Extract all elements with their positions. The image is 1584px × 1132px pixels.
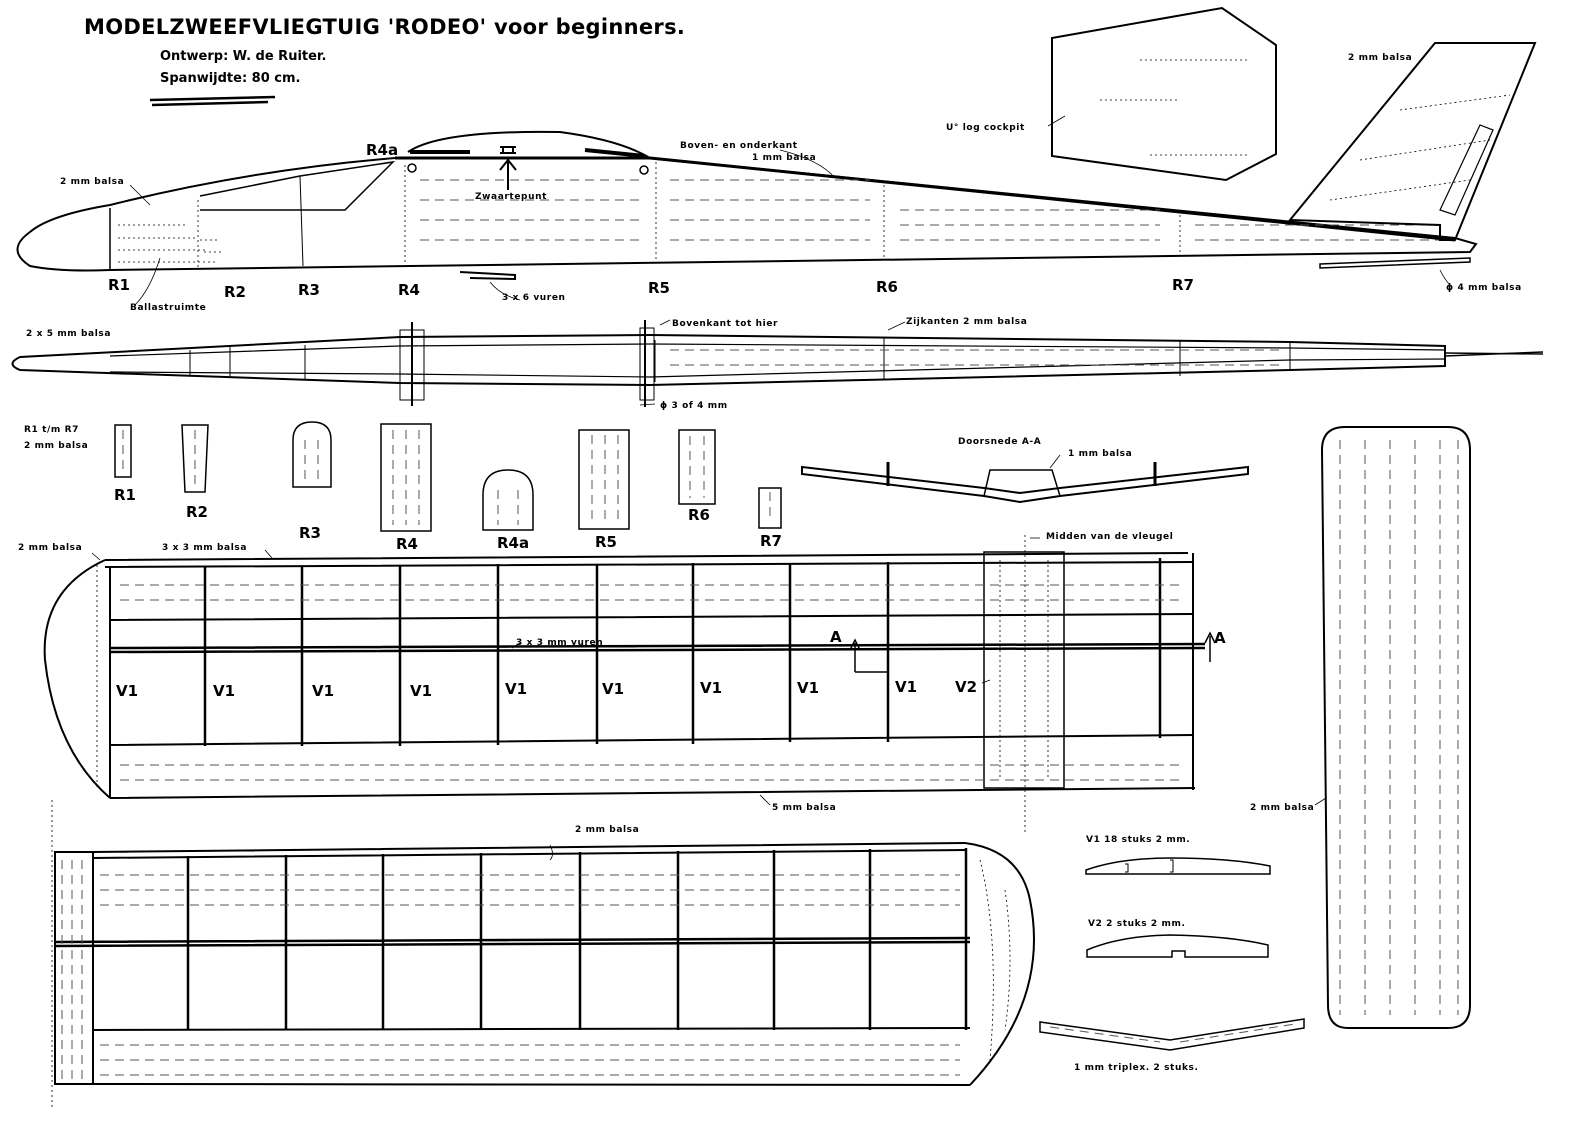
fuselage-side-view (16, 130, 1478, 306)
former-label-r1: R1 (114, 486, 136, 504)
former-label-r4a: R4a (497, 534, 529, 552)
side-label-r4a: R4a (366, 141, 398, 159)
note-nose-strip: 2 x 5 mm balsa (26, 329, 111, 339)
rib-v1-note: V1 18 stuks 2 mm. (1086, 835, 1190, 845)
marker-a-right: A (1214, 629, 1226, 647)
formers-group: R1 t/m R7 2 mm balsa R1 R2 R3 R4 R4a R5 … (24, 421, 782, 553)
wing-rib-label-v2: V2 (955, 678, 977, 696)
former-label-r6: R6 (688, 506, 710, 524)
rib-dihedral-note: 1 mm triplex. 2 stuks. (1074, 1063, 1199, 1073)
marker-a-left: A (830, 628, 842, 646)
note-ballast: Ballastruimte (130, 303, 206, 313)
note-stab-balsa: 2 mm balsa (1250, 803, 1314, 813)
rib-v2-note: V2 2 stuks 2 mm. (1088, 919, 1185, 929)
note-top-bottom-2: 1 mm balsa (752, 153, 816, 163)
former-label-r3: R3 (299, 524, 321, 542)
designer-credit: Ontwerp: W. de Ruiter. (160, 49, 326, 64)
side-view-notes: 2 mm balsa Ballastruimte Zwaartepunt Bov… (60, 141, 1522, 313)
note-hook: 3 x 6 vuren (502, 293, 566, 303)
wing-upper: A A 2 mm balsa 3 x 3 mm balsa Midden van… (18, 532, 1226, 835)
note-lower-wing: 2 mm balsa (575, 825, 639, 835)
tail-fin: 2 mm balsa (1287, 42, 1537, 241)
cockpit-template: U° log cockpit (946, 6, 1277, 182)
fuselage-top-view: 2 x 5 mm balsa Bovenkant tot hier Zijkan… (11, 317, 1544, 411)
side-label-r2: R2 (224, 283, 246, 301)
note-top-to-here: Bovenkant tot hier (672, 319, 778, 329)
wing-rib-label-6: V1 (602, 680, 624, 698)
wing-rib-label-9: V1 (895, 678, 917, 696)
side-label-r3: R3 (298, 281, 320, 299)
rib-profiles: V1 18 stuks 2 mm. V2 2 stuks 2 mm. 1 mm … (1039, 835, 1305, 1073)
note-wing-center: Midden van de vleugel (1046, 532, 1173, 542)
section-title: Doorsnede A-A (958, 437, 1041, 447)
former-label-r5: R5 (595, 533, 617, 551)
side-label-r7: R7 (1172, 276, 1194, 294)
former-label-r7: R7 (760, 532, 782, 550)
note-cockpit: U° log cockpit (946, 123, 1025, 133)
wing-rib-label-2: V1 (213, 682, 235, 700)
formers-note-1: R1 t/m R7 (24, 425, 79, 435)
wing-rib-label-1: V1 (116, 682, 138, 700)
wing-rib-label-7: V1 (700, 679, 722, 697)
side-view-rib-labels: R1 R2 R3 R4 R4a R5 R6 R7 (108, 141, 1194, 301)
former-label-r2: R2 (186, 503, 208, 521)
note-cog: Zwaartepunt (475, 192, 547, 202)
section-a-a: Doorsnede A-A 1 mm balsa (801, 437, 1249, 504)
note-wing-spar: 3 x 3 mm balsa (162, 543, 247, 553)
note-fin-balsa: 2 mm balsa (1348, 53, 1412, 63)
note-wing-te: 5 mm balsa (772, 803, 836, 813)
note-nose-balsa: 2 mm balsa (60, 177, 124, 187)
section-note: 1 mm balsa (1068, 449, 1132, 459)
note-wing-inner-spar: 3 x 3 mm vuren (516, 638, 603, 648)
stabilizer: 2 mm balsa (1250, 426, 1471, 1029)
wing-rib-label-4: V1 (410, 682, 432, 700)
note-rod: ϕ 4 mm balsa (1446, 283, 1522, 293)
wingspan-note: Spanwijdte: 80 cm. (160, 71, 301, 86)
note-top-bottom: Boven- en onderkant (680, 141, 798, 151)
wing-rib-label-8: V1 (797, 679, 819, 697)
wing-lower: 2 mm balsa (51, 800, 1035, 1110)
struck-out-text (149, 95, 276, 107)
side-label-r4: R4 (398, 281, 420, 299)
formers-note-2: 2 mm balsa (24, 441, 88, 451)
note-wing-le: 2 mm balsa (18, 543, 82, 553)
note-sides: Zijkanten 2 mm balsa (906, 317, 1027, 327)
blueprint-title: MODELZWEEFVLIEGTUIG 'RODEO' voor beginne… (84, 15, 685, 39)
side-label-r5: R5 (648, 279, 670, 297)
side-label-r1: R1 (108, 276, 130, 294)
former-label-r4: R4 (396, 535, 418, 553)
wing-rib-label-5: V1 (505, 680, 527, 698)
note-dowel: ϕ 3 of 4 mm (660, 401, 728, 411)
side-label-r6: R6 (876, 278, 898, 296)
wing-rib-label-3: V1 (312, 682, 334, 700)
